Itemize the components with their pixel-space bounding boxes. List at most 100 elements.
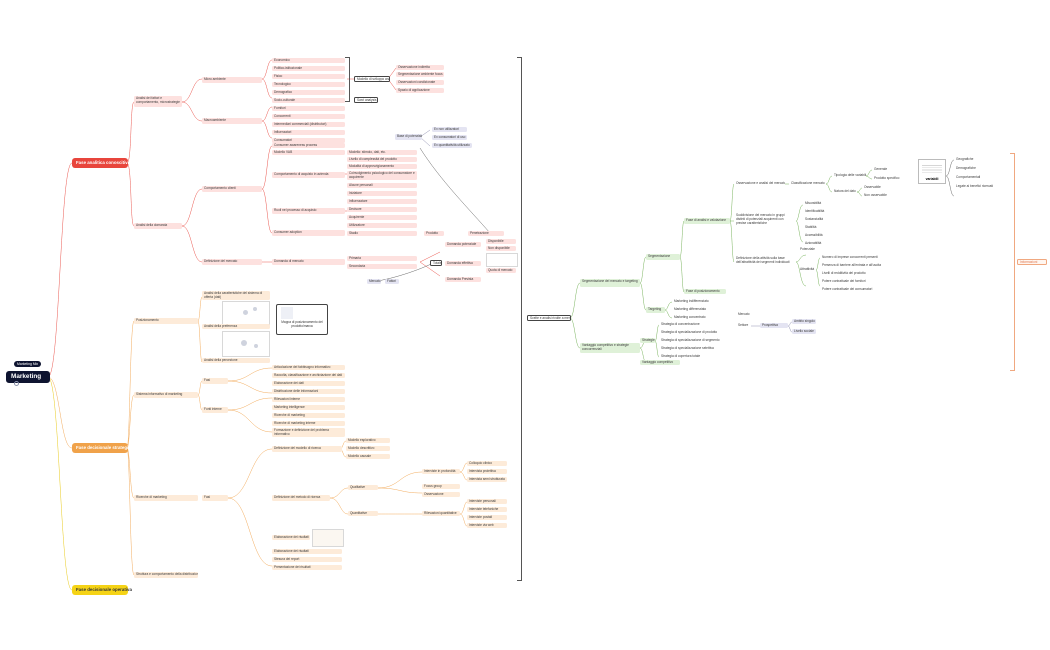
- node-base-potenziale[interactable]: Base di potenziale: [395, 134, 422, 140]
- fonti-item[interactable]: Ricerche di marketing: [272, 413, 345, 418]
- node-far-right[interactable]: Informazioni: [1017, 259, 1047, 265]
- node-classificazione[interactable]: Classificazione mercato: [791, 181, 825, 185]
- base-item[interactable]: Ex quantitatività utilizzato: [432, 143, 472, 148]
- natura-item[interactable]: Osservabile: [864, 185, 881, 189]
- node-focus[interactable]: Focus group: [422, 484, 460, 489]
- variabili-item[interactable]: Comportamentali: [956, 175, 981, 179]
- variabili-item[interactable]: Geografiche: [956, 157, 974, 161]
- node-modello[interactable]: Modello: stimolo, dati, etc.: [347, 150, 417, 155]
- fonti-item[interactable]: Ricerche di marketing interne: [272, 421, 345, 426]
- root-node[interactable]: Marketing: [6, 371, 50, 386]
- pest-item[interactable]: Socio-culturale: [272, 98, 345, 103]
- base-item[interactable]: Ex non utilizzatori: [432, 127, 467, 132]
- node-stadio[interactable]: Stadio: [347, 231, 417, 236]
- pest-item[interactable]: Politico-istituzionale: [272, 66, 345, 71]
- node-mercato-box[interactable]: Mercato: [738, 312, 750, 316]
- b2b-item[interactable]: Livello di complessità del prodotto: [347, 157, 417, 162]
- node-modelli-swot[interactable]: Modello di sviluppo analisi: [354, 76, 390, 82]
- node-struttura[interactable]: Struttura e comportamento della distribu…: [134, 572, 198, 578]
- node-strategie[interactable]: Strategie: [640, 338, 655, 343]
- node-fase-pos[interactable]: Fase di posizionamento: [684, 289, 726, 294]
- phase-analitica[interactable]: Fase analitica conoscitiva: [72, 158, 130, 168]
- ruoli-item[interactable]: Iniziatore: [347, 191, 417, 196]
- macro-item[interactable]: Concorrenti: [272, 114, 345, 119]
- node-elaborazione[interactable]: Elaborazione dei risultati: [272, 535, 310, 540]
- node-disponibile[interactable]: Disponibile: [486, 239, 516, 244]
- macro-item[interactable]: Consumatori: [272, 138, 345, 143]
- requisito-item[interactable]: Azionabilità: [805, 241, 822, 245]
- node-effettiva[interactable]: Domanda effettiva: [445, 261, 481, 266]
- node-seg-target[interactable]: Segmentazione del mercato e targeting: [580, 279, 640, 287]
- node-comportamento-b2b[interactable]: Comportamento di acquisto in azienda: [272, 172, 345, 178]
- node-fase-analisi[interactable]: Fase di analisi e valutazione: [684, 218, 730, 224]
- node-stadi[interactable]: Consumer adoption: [272, 230, 345, 236]
- strategie-item[interactable]: Strategia di specializzazione di segment…: [661, 338, 720, 342]
- node-quota[interactable]: Quota di mercato: [486, 268, 516, 273]
- node-natura[interactable]: Natura del dato: [834, 189, 856, 193]
- ruoli-item[interactable]: Acquirente: [347, 215, 417, 220]
- attrattivita-item[interactable]: Potere contrattuale dei fornitori: [822, 279, 866, 283]
- node-segmentazione[interactable]: Segmentazione: [646, 254, 680, 260]
- pos-item[interactable]: Analisi della caratteristiche del sistem…: [202, 291, 270, 300]
- targeting-item[interactable]: Marketing concentrato: [674, 315, 706, 319]
- ruoli-item[interactable]: Influenzatore: [347, 199, 417, 204]
- attrattivita-item[interactable]: Livelli di redditività del prodotto: [822, 271, 866, 275]
- node-prodotto-tag[interactable]: Prodotto: [424, 231, 444, 236]
- node-analisi-domanda[interactable]: Analisi della domanda: [134, 223, 182, 229]
- interviste-item[interactable]: Colloquio clinico: [467, 461, 507, 466]
- swot-item[interactable]: Segmentazione ambiente focus: [396, 72, 444, 77]
- variabili-item[interactable]: Legate ai benefici ricercati: [956, 184, 994, 188]
- node-potenziale[interactable]: Domanda potenziale: [445, 242, 481, 247]
- rilevazioni-item[interactable]: Interviste postali: [467, 515, 507, 520]
- b2b-item[interactable]: Alcune personali: [347, 183, 417, 188]
- requisito-item[interactable]: Identificabilità: [805, 209, 825, 213]
- modello-item[interactable]: Modello causale: [346, 454, 390, 459]
- strategie-item[interactable]: Strategia di specializzazione di prodott…: [661, 330, 718, 334]
- rilevazioni-item[interactable]: Interviste via web: [467, 523, 507, 528]
- node-ricerche-fasi[interactable]: Fasi: [202, 495, 228, 501]
- swot-item[interactable]: Osservazioni condizionate: [396, 80, 444, 85]
- domanda-item[interactable]: Primaria: [347, 256, 417, 261]
- b2b-item[interactable]: Coinvolgimento psicologico del consumato…: [347, 171, 417, 180]
- comportamento-item[interactable]: Modello VAB: [272, 150, 345, 155]
- targeting-item[interactable]: Marketing indifferenziato: [674, 299, 709, 303]
- node-settore-box[interactable]: Settore: [738, 323, 749, 327]
- node-definizione-attivita[interactable]: Definizione della attività sulla base de…: [736, 256, 790, 264]
- pest-item[interactable]: Economico: [272, 58, 345, 63]
- phase-strategica[interactable]: Fase decisionale strategica: [72, 443, 133, 453]
- node-fasi[interactable]: Fasi: [202, 378, 228, 384]
- ruoli-item[interactable]: Decisore: [347, 207, 417, 212]
- fasi-item[interactable]: Distribuzione delle informazioni: [272, 389, 345, 394]
- attrattivita-item[interactable]: Presenza di barriere all'entrata e all'u…: [822, 263, 881, 267]
- swot-item[interactable]: Osservazione indiretta: [396, 65, 444, 70]
- node-suddivisione[interactable]: Suddivisione del mercato in gruppi disti…: [736, 213, 785, 225]
- elab-item[interactable]: Elaborazione dei risultati: [272, 549, 342, 554]
- requisito-item[interactable]: Sostanzialità: [805, 217, 824, 221]
- interviste-item[interactable]: Intervista proiettiva: [467, 469, 507, 474]
- tipologia-item[interactable]: Prodotto specifico: [874, 176, 900, 180]
- expand-icon[interactable]: [14, 380, 19, 386]
- node-attrattivita[interactable]: Attrattività: [800, 267, 815, 271]
- node-ricerche[interactable]: Ricerche di marketing: [134, 495, 198, 501]
- node-non-disponibile[interactable]: Non disponibile: [486, 246, 516, 251]
- base-item[interactable]: Ex consumatori di uso: [432, 135, 467, 140]
- interviste-item[interactable]: Intervista semi strutturata: [467, 477, 507, 482]
- node-domanda-mercato[interactable]: Domanda di mercato: [272, 259, 345, 265]
- macro-item[interactable]: Fornitori: [272, 106, 345, 111]
- domanda-item[interactable]: Secondaria: [347, 264, 417, 269]
- fonti-item[interactable]: Marketing intelligence: [272, 405, 345, 410]
- small-box[interactable]: Fattori: [385, 279, 399, 284]
- swot-item[interactable]: Spazio di applicazione: [396, 88, 444, 93]
- fasi-item[interactable]: Articolazione del fabbisogno informativo: [272, 365, 345, 370]
- prospettiva-item[interactable]: Livello sociale: [792, 329, 816, 334]
- phase-operativa[interactable]: Fase decisionale operativa: [72, 585, 132, 595]
- node-potenziale-label[interactable]: Potenziale: [800, 247, 815, 251]
- requisito-item[interactable]: Stabilità: [805, 225, 817, 229]
- fasi-item[interactable]: Elaborazione dei dati: [272, 381, 345, 386]
- modello-item[interactable]: Modello esplorativo: [346, 438, 390, 443]
- targeting-item[interactable]: Marketing differenziato: [674, 307, 707, 311]
- variabili-card[interactable]: variabili: [918, 159, 946, 184]
- mappa-card[interactable]: Mappa di posizionamento del prodotto/mar…: [276, 304, 328, 335]
- pest-item[interactable]: Fisico: [272, 74, 345, 79]
- node-modello-ricerca[interactable]: Definizione del modello di ricerca: [272, 446, 342, 452]
